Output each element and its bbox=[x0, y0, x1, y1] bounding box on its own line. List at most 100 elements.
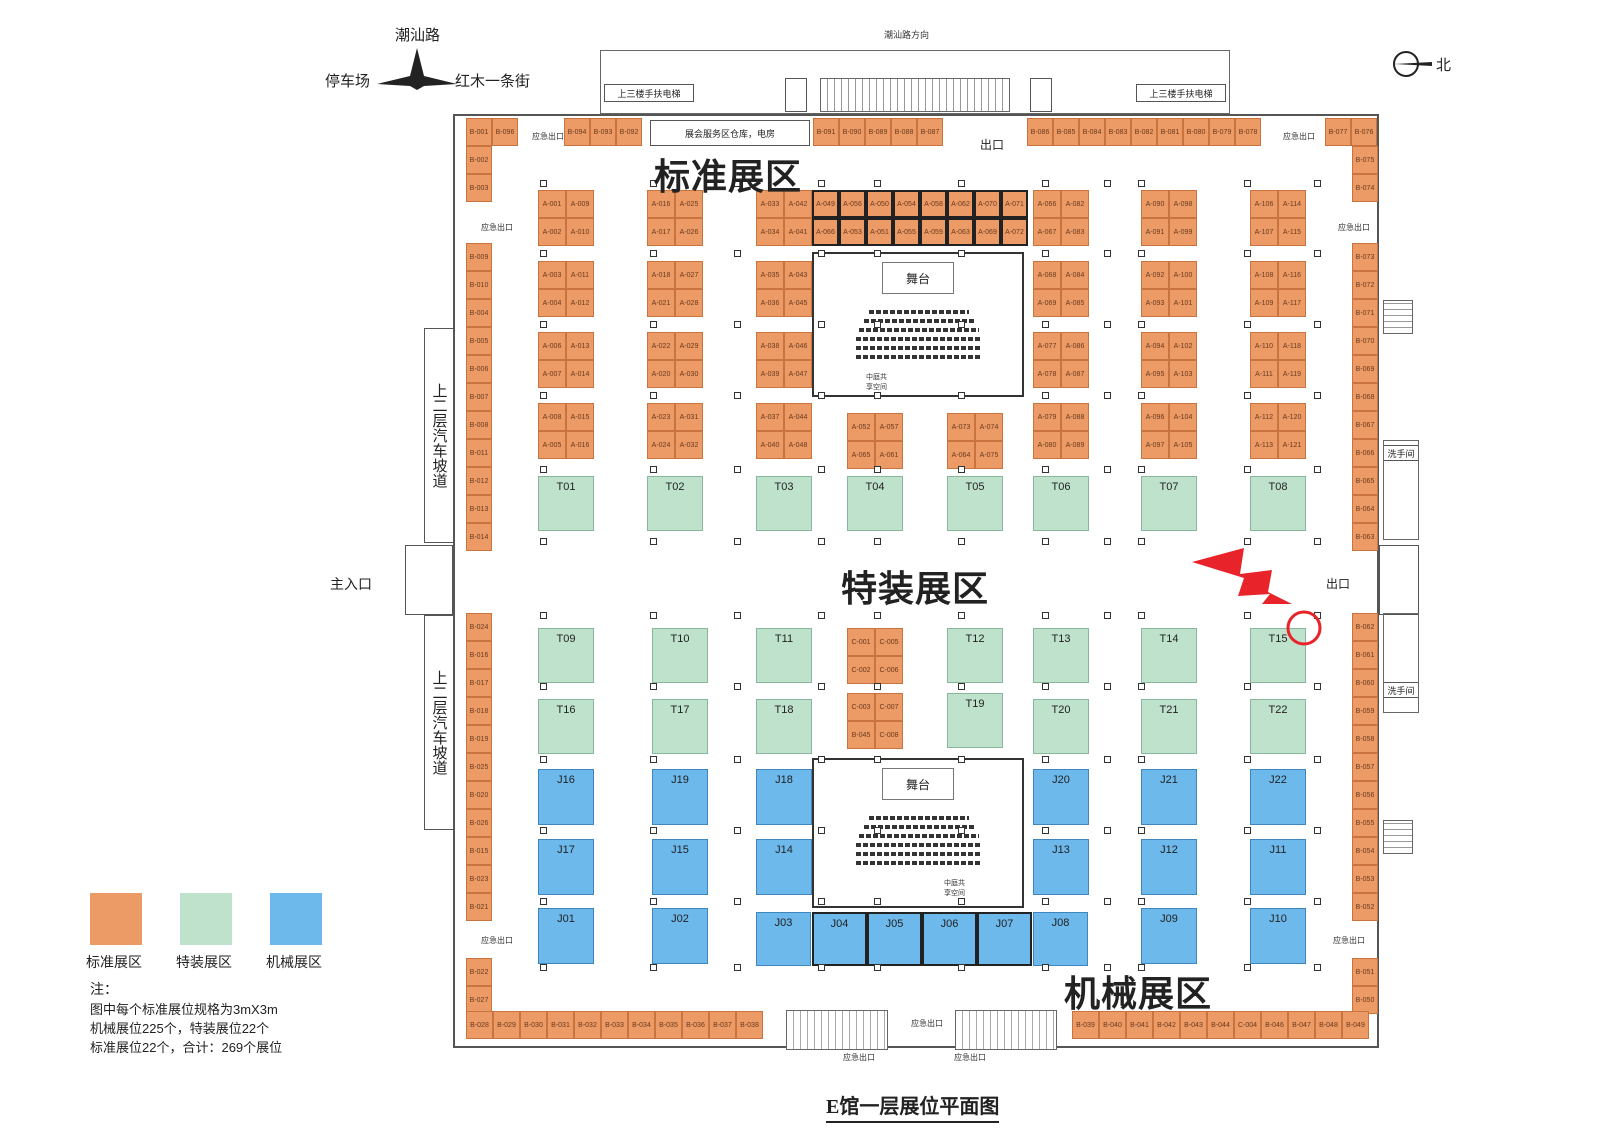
booth-b[interactable]: B-076 bbox=[1351, 118, 1377, 146]
booth-j[interactable]: J22 bbox=[1250, 769, 1306, 825]
booth-a[interactable]: A-098 bbox=[1169, 190, 1197, 218]
booth-j[interactable]: J09 bbox=[1141, 908, 1197, 964]
booth-b[interactable]: B-070 bbox=[1352, 327, 1378, 355]
booth-b[interactable]: B-089 bbox=[865, 118, 891, 146]
booth-j[interactable]: J05 bbox=[867, 912, 922, 966]
booth-b[interactable]: B-038 bbox=[736, 1011, 763, 1039]
booth-b[interactable]: B-069 bbox=[1352, 355, 1378, 383]
booth-b[interactable]: B-094 bbox=[564, 118, 590, 146]
booth-b[interactable]: B-064 bbox=[1352, 495, 1378, 523]
booth-b[interactable]: B-056 bbox=[1352, 781, 1378, 809]
booth-a[interactable]: A-040 bbox=[756, 431, 784, 459]
booth-a[interactable]: A-073 bbox=[947, 413, 975, 441]
booth-b[interactable]: B-040 bbox=[1099, 1011, 1126, 1039]
booth-b[interactable]: B-065 bbox=[1352, 467, 1378, 495]
booth-b[interactable]: B-078 bbox=[1235, 118, 1261, 146]
booth-b[interactable]: B-007 bbox=[466, 383, 492, 411]
booth-b[interactable]: B-015 bbox=[466, 837, 492, 865]
booth-a[interactable]: A-085 bbox=[1061, 289, 1089, 317]
booth-a[interactable]: A-114 bbox=[1278, 190, 1306, 218]
booth-t[interactable]: T01 bbox=[538, 476, 594, 531]
booth-b[interactable]: B-082 bbox=[1131, 118, 1157, 146]
booth-a[interactable]: A-028 bbox=[675, 289, 703, 317]
booth-j[interactable]: J19 bbox=[652, 769, 708, 825]
booth-j[interactable]: J17 bbox=[538, 839, 594, 895]
booth-a[interactable]: A-006 bbox=[538, 332, 566, 360]
booth-b[interactable]: B-006 bbox=[466, 355, 492, 383]
booth-a[interactable]: A-044 bbox=[784, 403, 812, 431]
booth-a[interactable]: A-011 bbox=[566, 261, 594, 289]
booth-a[interactable]: A-106 bbox=[1250, 190, 1278, 218]
booth-a[interactable]: A-047 bbox=[784, 360, 812, 388]
booth-b[interactable]: B-004 bbox=[466, 299, 492, 327]
booth-b[interactable]: B-083 bbox=[1105, 118, 1131, 146]
booth-b[interactable]: B-028 bbox=[466, 1011, 493, 1039]
booth-b[interactable]: B-050 bbox=[1352, 986, 1378, 1014]
booth-a[interactable]: A-065 bbox=[847, 441, 875, 469]
booth-a[interactable]: A-071 bbox=[1001, 190, 1028, 218]
booth-a[interactable]: A-069 bbox=[974, 218, 1001, 246]
booth-a[interactable]: A-048 bbox=[784, 431, 812, 459]
booth-j[interactable]: J21 bbox=[1141, 769, 1197, 825]
booth-a[interactable]: A-059 bbox=[920, 218, 947, 246]
booth-a[interactable]: A-117 bbox=[1278, 289, 1306, 317]
booth-a[interactable]: A-108 bbox=[1250, 261, 1278, 289]
booth-a[interactable]: A-036 bbox=[756, 289, 784, 317]
booth-t[interactable]: T21 bbox=[1141, 699, 1197, 754]
booth-a[interactable]: A-089 bbox=[1061, 431, 1089, 459]
booth-a[interactable]: A-077 bbox=[1033, 332, 1061, 360]
booth-a[interactable]: A-069 bbox=[1033, 289, 1061, 317]
booth-a[interactable]: A-032 bbox=[675, 431, 703, 459]
booth-a[interactable]: A-012 bbox=[566, 289, 594, 317]
booth-b[interactable]: B-093 bbox=[590, 118, 616, 146]
booth-a[interactable]: A-027 bbox=[675, 261, 703, 289]
booth-a[interactable]: A-039 bbox=[756, 360, 784, 388]
booth-j[interactable]: J14 bbox=[756, 839, 812, 895]
booth-t[interactable]: T22 bbox=[1250, 699, 1306, 754]
booth-b[interactable]: B-009 bbox=[466, 243, 492, 271]
booth-b[interactable]: B-079 bbox=[1209, 118, 1235, 146]
booth-a[interactable]: A-087 bbox=[1061, 360, 1089, 388]
booth-b[interactable]: B-001 bbox=[466, 118, 492, 146]
booth-b[interactable]: B-012 bbox=[466, 467, 492, 495]
booth-a[interactable]: A-094 bbox=[1141, 332, 1169, 360]
booth-t[interactable]: T10 bbox=[652, 628, 708, 683]
booth-b[interactable]: B-066 bbox=[1352, 439, 1378, 467]
booth-a[interactable]: A-067 bbox=[1033, 218, 1061, 246]
booth-b[interactable]: B-080 bbox=[1183, 118, 1209, 146]
booth-a[interactable]: A-010 bbox=[566, 218, 594, 246]
booth-b[interactable]: B-036 bbox=[682, 1011, 709, 1039]
booth-a[interactable]: A-096 bbox=[1141, 403, 1169, 431]
booth-b[interactable]: B-072 bbox=[1352, 271, 1378, 299]
booth-j[interactable]: J15 bbox=[652, 839, 708, 895]
booth-j[interactable]: J16 bbox=[538, 769, 594, 825]
booth-a[interactable]: A-052 bbox=[847, 413, 875, 441]
booth-t[interactable]: T14 bbox=[1141, 628, 1197, 683]
booth-b[interactable]: B-046 bbox=[1261, 1011, 1288, 1039]
booth-j[interactable]: J13 bbox=[1033, 839, 1089, 895]
booth-a[interactable]: A-092 bbox=[1141, 261, 1169, 289]
booth-a[interactable]: A-111 bbox=[1250, 360, 1278, 388]
booth-a[interactable]: A-055 bbox=[893, 218, 920, 246]
booth-a[interactable]: A-035 bbox=[756, 261, 784, 289]
booth-b[interactable]: B-010 bbox=[466, 271, 492, 299]
booth-t[interactable]: T20 bbox=[1033, 699, 1089, 754]
booth-a[interactable]: A-023 bbox=[647, 403, 675, 431]
booth-b[interactable]: B-033 bbox=[601, 1011, 628, 1039]
booth-b[interactable]: B-067 bbox=[1352, 411, 1378, 439]
booth-a[interactable]: A-045 bbox=[784, 289, 812, 317]
booth-b[interactable]: B-085 bbox=[1053, 118, 1079, 146]
booth-a[interactable]: A-121 bbox=[1278, 431, 1306, 459]
booth-b[interactable]: B-031 bbox=[547, 1011, 574, 1039]
booth-b[interactable]: B-041 bbox=[1126, 1011, 1153, 1039]
booth-b[interactable]: B-088 bbox=[891, 118, 917, 146]
booth-a[interactable]: A-109 bbox=[1250, 289, 1278, 317]
booth-a[interactable]: A-070 bbox=[974, 190, 1001, 218]
booth-b[interactable]: B-025 bbox=[466, 753, 492, 781]
booth-a[interactable]: A-101 bbox=[1169, 289, 1197, 317]
booth-b[interactable]: B-055 bbox=[1352, 809, 1378, 837]
booth-a[interactable]: A-030 bbox=[675, 360, 703, 388]
booth-a[interactable]: A-103 bbox=[1169, 360, 1197, 388]
booth-a[interactable]: A-068 bbox=[1033, 261, 1061, 289]
booth-a[interactable]: A-064 bbox=[947, 441, 975, 469]
